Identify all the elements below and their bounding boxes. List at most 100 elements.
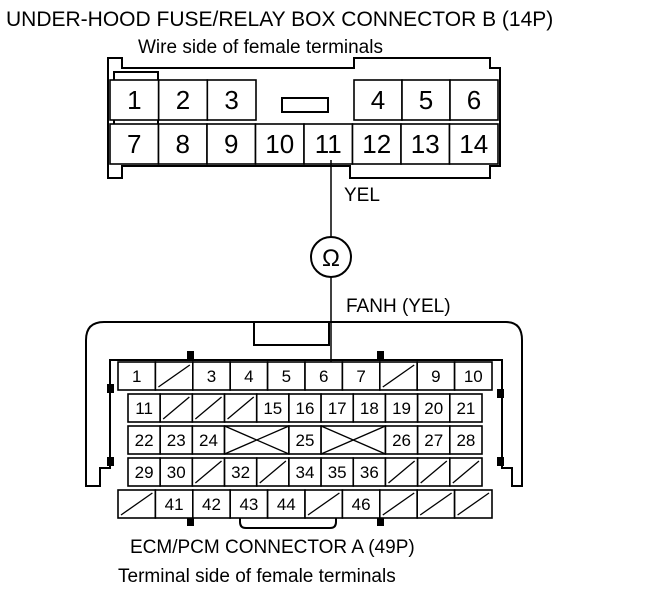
pin-number: 11 <box>315 129 342 159</box>
conn-b-bottom-cell-2: 8 <box>157 123 208 165</box>
pin-number: 19 <box>392 399 411 418</box>
pin-number: 3 <box>224 85 238 115</box>
wire-color-label: YEL <box>344 185 380 206</box>
conn-b-bottom-cell-6: 12 <box>351 123 402 165</box>
conn-a-row3-cell-3: 24 <box>191 425 226 455</box>
pin-number: 43 <box>239 495 258 514</box>
blank-terminal-slash <box>227 396 255 420</box>
conn-b-top-right-cell-1: 4 <box>353 79 403 121</box>
conn-a-row1-cell-7: 7 <box>341 361 381 391</box>
ohm-symbol: Ω <box>322 245 340 272</box>
conn-a-row1-cell-6: 6 <box>304 361 344 391</box>
conn-b-bottom-cell-7: 13 <box>400 123 451 165</box>
ohmmeter-icon: Ω <box>310 236 352 278</box>
blank-terminal-slash <box>382 492 415 516</box>
pin-number: 24 <box>199 431 218 450</box>
pin-number: 1 <box>127 85 141 115</box>
conn-a-row1-cell-8 <box>378 361 418 391</box>
conn-a-row5-cell-6 <box>304 489 344 519</box>
conn-a-row3-cell-2: 23 <box>159 425 194 455</box>
conn-a-row1-cell-4: 4 <box>229 361 269 391</box>
blank-terminal-slash <box>259 460 287 484</box>
pin-number: 17 <box>328 399 347 418</box>
conn-a-row2-cell-6: 16 <box>288 393 322 423</box>
conn-a-row2-cell-2 <box>159 393 194 423</box>
conn-a-row3-cell-5: 25 <box>288 425 322 455</box>
conn-a-row5-cell-2: 41 <box>154 489 194 519</box>
pin-number: 46 <box>352 495 371 514</box>
conn-a-row2-cell-9: 19 <box>384 393 419 423</box>
conn-a-row5-cell-5: 44 <box>266 489 306 519</box>
pin-number: 6 <box>467 85 481 115</box>
pin-number: 10 <box>464 367 483 386</box>
connector-a-subtitle: Terminal side of female terminals <box>118 566 396 587</box>
pin-number: 18 <box>360 399 379 418</box>
terminal-label: FANH (YEL) <box>346 296 451 317</box>
pin-number: 30 <box>167 463 186 482</box>
pin-number: 21 <box>456 399 475 418</box>
conn-a-row1-cell-5: 5 <box>266 361 306 391</box>
pin-number: 9 <box>431 367 440 386</box>
conn-a-row5-cell-1 <box>117 489 157 519</box>
pin-number: 15 <box>263 399 282 418</box>
conn-a-row3-cell-4 <box>223 425 290 455</box>
conn-a-row4-cell-8: 36 <box>352 457 387 487</box>
conn-a-row5-cell-9 <box>416 489 456 519</box>
pin-number: 5 <box>419 85 433 115</box>
pin-number: 25 <box>296 431 315 450</box>
pin-number: 5 <box>282 367 291 386</box>
pin-number: 23 <box>167 431 186 450</box>
conn-a-row2-cell-11: 21 <box>449 393 483 423</box>
conn-a-row1-cell-1: 1 <box>117 361 157 391</box>
conn-b-top-left-cell-1: 1 <box>109 79 160 121</box>
blank-terminal-slash <box>120 492 153 516</box>
conn-b-bottom-cell-5: 11 <box>303 123 354 165</box>
pin-number: 22 <box>135 431 154 450</box>
conn-a-row2-cell-1: 11 <box>127 393 161 423</box>
connector-a-title: ECM/PCM CONNECTOR A (49P) <box>130 537 415 558</box>
conn-a-row4-cell-6: 34 <box>288 457 322 487</box>
conn-a-row2-cell-4 <box>223 393 258 423</box>
blank-terminal-slash <box>419 492 452 516</box>
blank-terminal-slash <box>452 460 480 484</box>
conn-a-row4-cell-1: 29 <box>127 457 161 487</box>
pin-number: 9 <box>224 129 238 159</box>
pin-number: 20 <box>424 399 443 418</box>
pin-number: 2 <box>176 85 190 115</box>
conn-a-row2-cell-8: 18 <box>352 393 387 423</box>
pin-number: 35 <box>328 463 347 482</box>
pin-number: 8 <box>176 129 190 159</box>
conn-a-row2-cell-7: 17 <box>320 393 355 423</box>
connector-b-title: UNDER-HOOD FUSE/RELAY BOX CONNECTOR B (1… <box>6 8 553 31</box>
pin-number: 42 <box>202 495 221 514</box>
conn-a-row1-cell-2 <box>154 361 194 391</box>
conn-a-row5-cell-10 <box>453 489 493 519</box>
pin-number: 16 <box>296 399 315 418</box>
conn-a-row4-cell-5 <box>255 457 290 487</box>
conn-a-row5-cell-4: 43 <box>229 489 269 519</box>
conn-a-row4-cell-4: 32 <box>223 457 258 487</box>
conn-a-row2-cell-10: 20 <box>416 393 451 423</box>
conn-a-row5-cell-3: 42 <box>192 489 232 519</box>
pin-number: 26 <box>392 431 411 450</box>
pin-number: 44 <box>277 495 296 514</box>
pin-number: 1 <box>132 367 141 386</box>
conn-a-row2-cell-3 <box>191 393 226 423</box>
conn-b-top-right-cell-3: 6 <box>449 79 499 121</box>
connector-b-subtitle: Wire side of female terminals <box>138 37 383 58</box>
blank-terminal-cross <box>224 425 290 455</box>
conn-b-top-left-cell-3: 3 <box>206 79 257 121</box>
blank-terminal-slash <box>307 492 340 516</box>
blank-terminal-slash <box>194 460 222 484</box>
pin-number: 32 <box>231 463 250 482</box>
conn-b-bottom-cell-4: 10 <box>254 123 305 165</box>
blank-terminal-slash <box>420 460 448 484</box>
conn-a-row3-cell-1: 22 <box>127 425 161 455</box>
pin-number: 4 <box>244 367 253 386</box>
conn-b-bottom-cell-1: 7 <box>109 123 160 165</box>
pin-number: 3 <box>207 367 216 386</box>
